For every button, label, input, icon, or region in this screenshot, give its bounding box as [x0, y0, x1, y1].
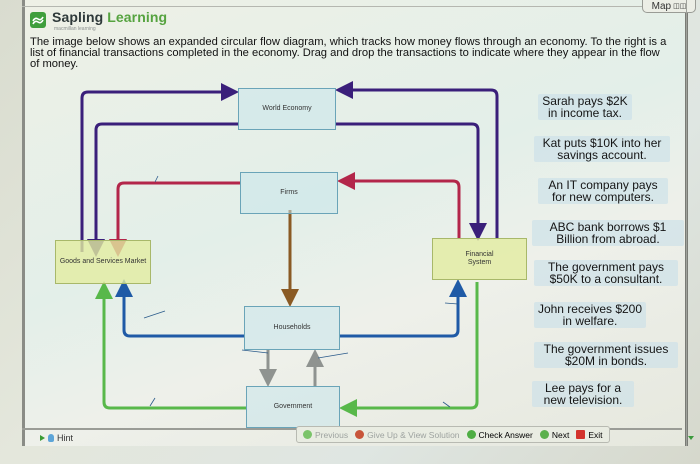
action-toolbar: Previous Give Up & View Solution Check A…: [296, 426, 610, 443]
brand-title: Sapling Learning: [52, 9, 167, 25]
check-icon: [466, 430, 476, 439]
exit-button[interactable]: Exit: [576, 429, 603, 440]
flow-arrow-world-to-gsm: [87, 122, 238, 257]
node-goods-services-market: Goods and Services Market: [55, 240, 151, 284]
node-world-economy: World Economy: [238, 88, 336, 130]
node-label: Households: [273, 324, 311, 331]
expand-arrow-icon: [40, 435, 45, 441]
flow-arrow-government-to-gsm: [95, 281, 246, 410]
previous-icon: [303, 430, 312, 439]
transaction-card[interactable]: Sarah pays $2K in income tax.: [538, 94, 632, 120]
transaction-card[interactable]: Lee pays for a new television.: [532, 381, 634, 407]
node-firms: Firms: [240, 172, 338, 214]
node-label: Government: [273, 403, 313, 410]
flow-arrow-financial-to-government: [339, 282, 479, 417]
brand-sapling: Sapling: [52, 9, 108, 25]
map-label: Map: [651, 0, 672, 12]
scrollbar[interactable]: [686, 0, 696, 446]
give-up-label: Give Up & View Solution: [367, 429, 460, 440]
node-households: Households: [244, 306, 340, 350]
brand-learning: Learning: [107, 9, 168, 25]
lightbulb-icon: [48, 434, 54, 442]
transaction-card[interactable]: The government pays $50K to a consultant…: [534, 260, 678, 286]
check-label: Check Answer: [478, 429, 533, 440]
map-button[interactable]: Map ◫◫: [642, 0, 696, 13]
node-label: Firms: [280, 189, 298, 196]
brand-subtitle: macmillan learning: [54, 26, 96, 32]
node-label: World Economy: [262, 105, 312, 112]
flow-arrow-financial-to-world: [335, 81, 499, 238]
node-label: Goods and Services Market: [59, 258, 147, 265]
exit-label: Exit: [588, 429, 603, 440]
hint-toggle[interactable]: Hint: [40, 433, 73, 443]
flow-arrow-gsm-to-world: [80, 83, 239, 252]
node-financial-system: Financial System: [432, 238, 527, 280]
next-button[interactable]: Next: [539, 429, 570, 440]
drop-target-markers: [143, 175, 459, 408]
previous-label: Previous: [315, 429, 349, 440]
next-icon: [539, 430, 549, 439]
previous-button[interactable]: Previous: [303, 430, 348, 440]
map-icon: ◫◫: [673, 3, 687, 10]
node-government: Government: [246, 386, 340, 428]
divider: [22, 6, 662, 7]
give-up-button[interactable]: Give Up & View Solution: [355, 429, 460, 440]
transaction-card[interactable]: John receives $200 in welfare.: [534, 302, 646, 328]
give-up-icon: [355, 430, 365, 439]
hint-label: Hint: [57, 433, 74, 443]
scroll-down-arrow-icon[interactable]: [688, 436, 694, 440]
flow-arrow-households-to-financial: [340, 279, 467, 338]
check-answer-button[interactable]: Check Answer: [466, 429, 533, 440]
flow-arrow-households-to-gsm: [115, 279, 244, 338]
flow-arrow-world-to-financial: [336, 122, 487, 241]
flow-arrow-firms-to-gsm: [109, 181, 240, 257]
exit-icon: [576, 430, 586, 439]
transaction-card[interactable]: The government issues $20M in bonds.: [534, 342, 678, 368]
flow-arrow-financial-to-firms: [337, 172, 461, 238]
node-label: Financial System: [465, 251, 494, 266]
transaction-card[interactable]: Kat puts $10K into her savings account.: [534, 136, 670, 162]
next-label: Next: [551, 429, 570, 440]
question-text: The image below shows an expanded circul…: [30, 36, 667, 70]
transaction-card[interactable]: ABC bank borrows $1 Billion from abroad.: [532, 220, 684, 246]
transaction-card[interactable]: An IT company pays for new computers.: [538, 178, 668, 204]
sapling-logo-icon: [30, 12, 46, 28]
